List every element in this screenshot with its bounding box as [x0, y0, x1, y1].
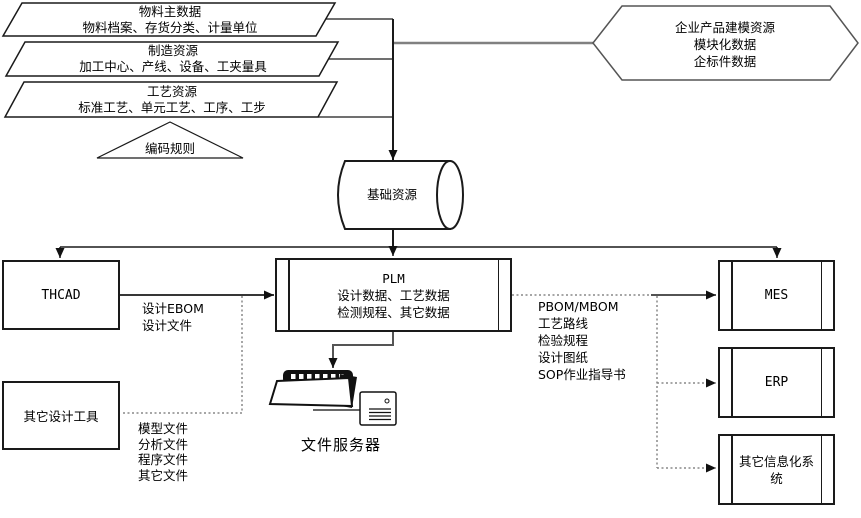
other-info-left-bar: [731, 436, 733, 503]
edge-label-line: 模型文件: [138, 421, 189, 436]
node-title: 制造资源: [147, 43, 198, 58]
node-title: 工艺资源: [146, 84, 197, 99]
coding-rule-triangle: [96, 121, 244, 159]
hexagon-line-3: 企标件数据: [693, 54, 757, 69]
edge-label-line: 检验规程: [538, 333, 589, 348]
node-erp: ERP: [718, 347, 835, 418]
node-material-master: 物料主数据 物料档案、存货分类、计量单位: [20, 4, 320, 36]
hexagon-line-2: 模块化数据: [693, 37, 757, 52]
node-title: 物料主数据: [138, 4, 202, 19]
mes-right-bar: [820, 262, 822, 329]
node-subtitle: 标准工艺、单元工艺、工序、工步: [78, 100, 266, 115]
edge-label-line: 设计图纸: [538, 350, 589, 365]
node-coding-rule: 编码规则: [144, 141, 195, 156]
plm-line-1: PLM: [382, 270, 405, 286]
edge-label-line: PBOM/MBOM: [538, 299, 619, 314]
edge-label-line: 程序文件: [138, 452, 189, 467]
edge-label-line: 其它文件: [138, 467, 189, 483]
edge-label-other-tools-files: 模型文件 分析文件 程序文件 其它文件: [138, 421, 188, 483]
edge-label-thcad-plm: 设计EBOM 设计文件: [142, 300, 204, 334]
node-plm: PLM 设计数据、工艺数据 检测规程、其它数据: [275, 258, 512, 332]
file-server-icon: [268, 370, 397, 426]
connectors: [55, 18, 782, 473]
edge-plm-to-fileserver: [328, 332, 394, 368]
node-base-resource: 基础资源: [366, 187, 417, 202]
edge-label-line: SOP作业指导书: [538, 367, 626, 382]
other-info-right-bar: [820, 436, 822, 503]
other-info-label: 其它信息化系统: [738, 453, 814, 486]
plm-right-bar: [497, 260, 499, 330]
node-enterprise-modeling: 企业产品建模资源 模块化数据 企标件数据: [600, 19, 850, 70]
plm-left-bar: [288, 260, 290, 330]
process-resource-parallelogram: [3, 81, 339, 118]
erp-right-bar: [820, 349, 822, 416]
node-manufacturing-resource: 制造资源 加工中心、产线、设备、工夹量具: [23, 43, 323, 75]
node-other-info-system: 其它信息化系统: [718, 434, 835, 505]
material-master-parallelogram: [1, 2, 337, 37]
edge-label-line: 设计EBOM: [142, 301, 204, 316]
edge-label-line: 分析文件: [138, 436, 189, 452]
hexagon-line-1: 企业产品建模资源: [674, 20, 775, 35]
file-server-label: 文件服务器: [300, 436, 381, 454]
edge-label-line: 设计文件: [142, 318, 193, 333]
plm-text: PLM 设计数据、工艺数据 检测规程、其它数据: [337, 270, 450, 321]
base-resource-cylinder: [337, 160, 464, 230]
plm-line-2: 设计数据、工艺数据: [337, 287, 450, 303]
manufacturing-resource-parallelogram: [4, 41, 340, 77]
erp-left-bar: [731, 349, 733, 416]
node-subtitle: 加工中心、产线、设备、工夹量具: [79, 59, 267, 74]
plm-line-3: 检测规程、其它数据: [337, 304, 450, 320]
erp-label: ERP: [764, 375, 789, 390]
node-mes: MES: [718, 260, 835, 331]
mes-label: MES: [764, 288, 789, 303]
node-process-resource: 工艺资源 标准工艺、单元工艺、工序、工步: [22, 84, 322, 116]
edge-label-line: 工艺路线: [538, 316, 589, 331]
edge-othertools-dotted: [122, 296, 243, 414]
enterprise-modeling-hexagon: [592, 5, 859, 81]
mes-left-bar: [731, 262, 733, 329]
node-subtitle: 物料档案、存货分类、计量单位: [82, 20, 258, 35]
node-other-design-tools: 其它设计工具: [2, 381, 120, 450]
edge-label-plm-mes: PBOM/MBOM 工艺路线 检验规程 设计图纸 SOP作业指导书: [538, 298, 626, 383]
node-thcad: THCAD: [2, 260, 120, 330]
